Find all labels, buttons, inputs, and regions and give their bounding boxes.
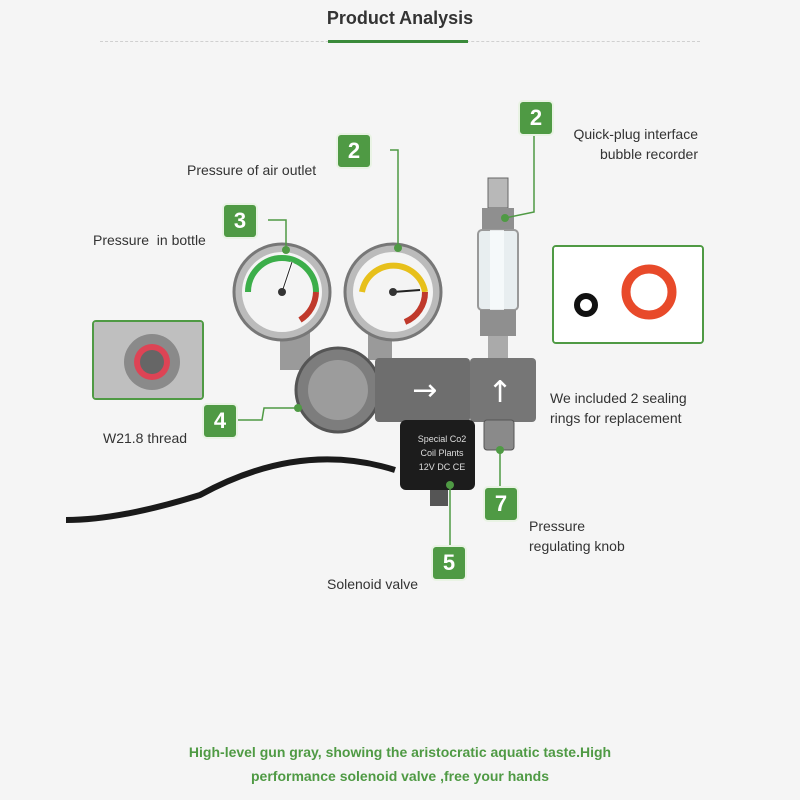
outlet-pressure-gauge (343, 242, 443, 342)
label-solenoid: Solenoid valve (327, 576, 419, 592)
svg-text:→: → (412, 373, 437, 408)
valve-label-line3: 12V DC (418, 462, 451, 472)
page-title: Product Analysis (326, 8, 474, 28)
thread-detail-image (94, 322, 202, 398)
pressure-knob (483, 419, 515, 451)
label-sealing-rings: We included 2 sealing rings for replacem… (550, 388, 687, 428)
valve-block-left (375, 358, 470, 422)
callout-badge-5: 5 (431, 545, 467, 581)
footer-line2: performance solenoid valve ,free your ha… (251, 768, 549, 784)
label-knob-line1: Pressure (529, 518, 586, 534)
quick-plug-top (487, 177, 509, 209)
label-outlet-pressure: Pressure of air outlet (187, 162, 317, 178)
label-bubble-line2: bubble recorder (599, 146, 698, 162)
label-bubble-line1: Quick-plug interface (573, 126, 698, 142)
valve-label-line2: Coil Plants (420, 448, 464, 458)
valve-label-line1: Special Co2 (417, 434, 467, 444)
callout-badge-7: 7 (483, 486, 519, 522)
valve-block-right (470, 358, 536, 422)
bottle-pressure-gauge (232, 242, 332, 342)
red-o-ring (621, 264, 677, 320)
footer-line1: High-level gun gray, showing the aristoc… (188, 744, 612, 760)
label-thread: W21.8 thread (103, 430, 188, 446)
title-underline (328, 40, 468, 43)
ce-mark: CE (452, 462, 466, 472)
callout-badge-2-outlet: 2 (336, 133, 372, 169)
callout-badge-4: 4 (202, 403, 238, 439)
callout-badge-2-bubble: 2 (518, 100, 554, 136)
label-bottle-pressure: Pressure in bottle (93, 232, 206, 248)
power-cable (65, 456, 396, 523)
label-knob-line2: regulating knob (529, 538, 625, 554)
sealing-rings-image (554, 247, 702, 342)
solenoid-label: Special Co2 Coil Plants 12V DC CE (412, 432, 472, 474)
label-pressure-knob: Pressure regulating knob (529, 516, 625, 556)
callout-badge-3: 3 (222, 203, 258, 239)
footer-tagline: High-level gun gray, showing the aristoc… (0, 740, 800, 788)
solenoid-coil (400, 420, 475, 490)
label-rings-line2: rings for replacement (550, 410, 682, 426)
label-bubble-recorder: Quick-plug interface bubble recorder (540, 124, 698, 164)
thread-detail-inset (92, 320, 204, 400)
black-o-ring (574, 293, 598, 317)
sealing-rings-inset (552, 245, 704, 344)
svg-text:↑: ↑ (487, 375, 512, 410)
label-rings-line1: We included 2 sealing (550, 390, 687, 406)
